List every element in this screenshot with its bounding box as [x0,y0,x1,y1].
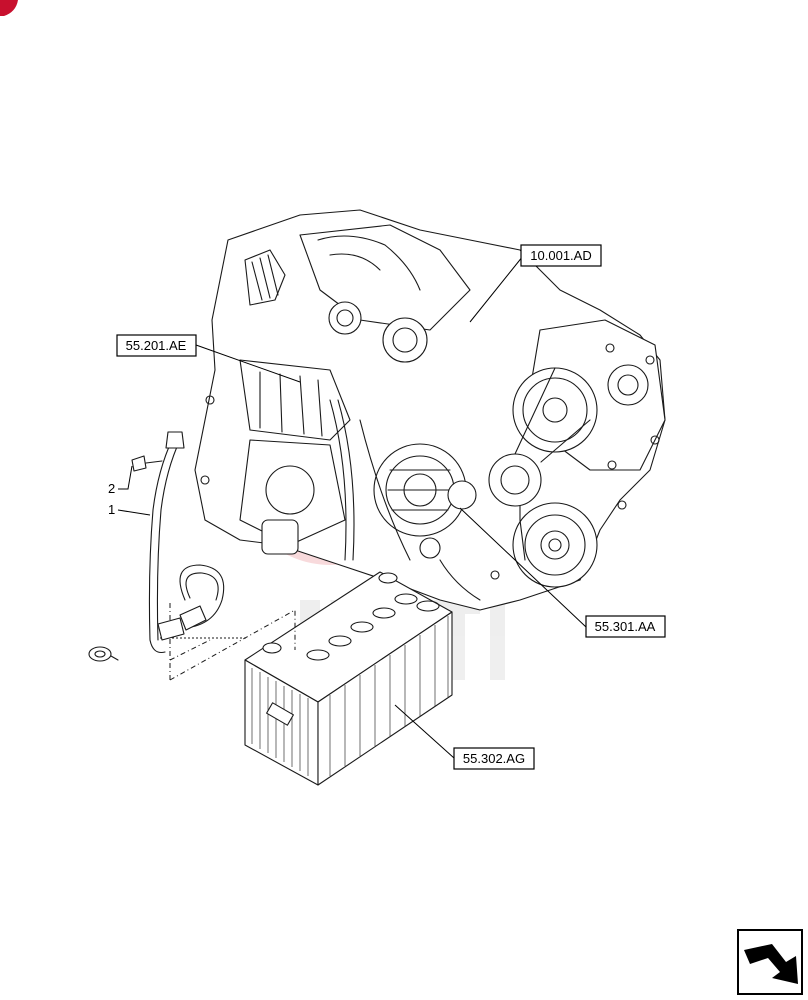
engine-assembly [194,209,666,611]
bolt [131,455,163,472]
battery-cable [88,431,225,662]
alignment-lines [169,600,296,681]
part-number-1: 1 [108,502,115,517]
callout-55-301-aa[interactable]: 55.301.AA [595,619,656,634]
callout-10-001-ad[interactable]: 10.001.AD [530,248,591,263]
callout-55-201-ae[interactable]: 55.201.AE [126,338,187,353]
next-page-arrow-icon[interactable] [737,929,803,995]
battery [244,571,453,786]
red-badge-icon [0,0,18,16]
callout-55-302-ag[interactable]: 55.302.AG [463,751,525,766]
part-number-2: 2 [108,481,115,496]
